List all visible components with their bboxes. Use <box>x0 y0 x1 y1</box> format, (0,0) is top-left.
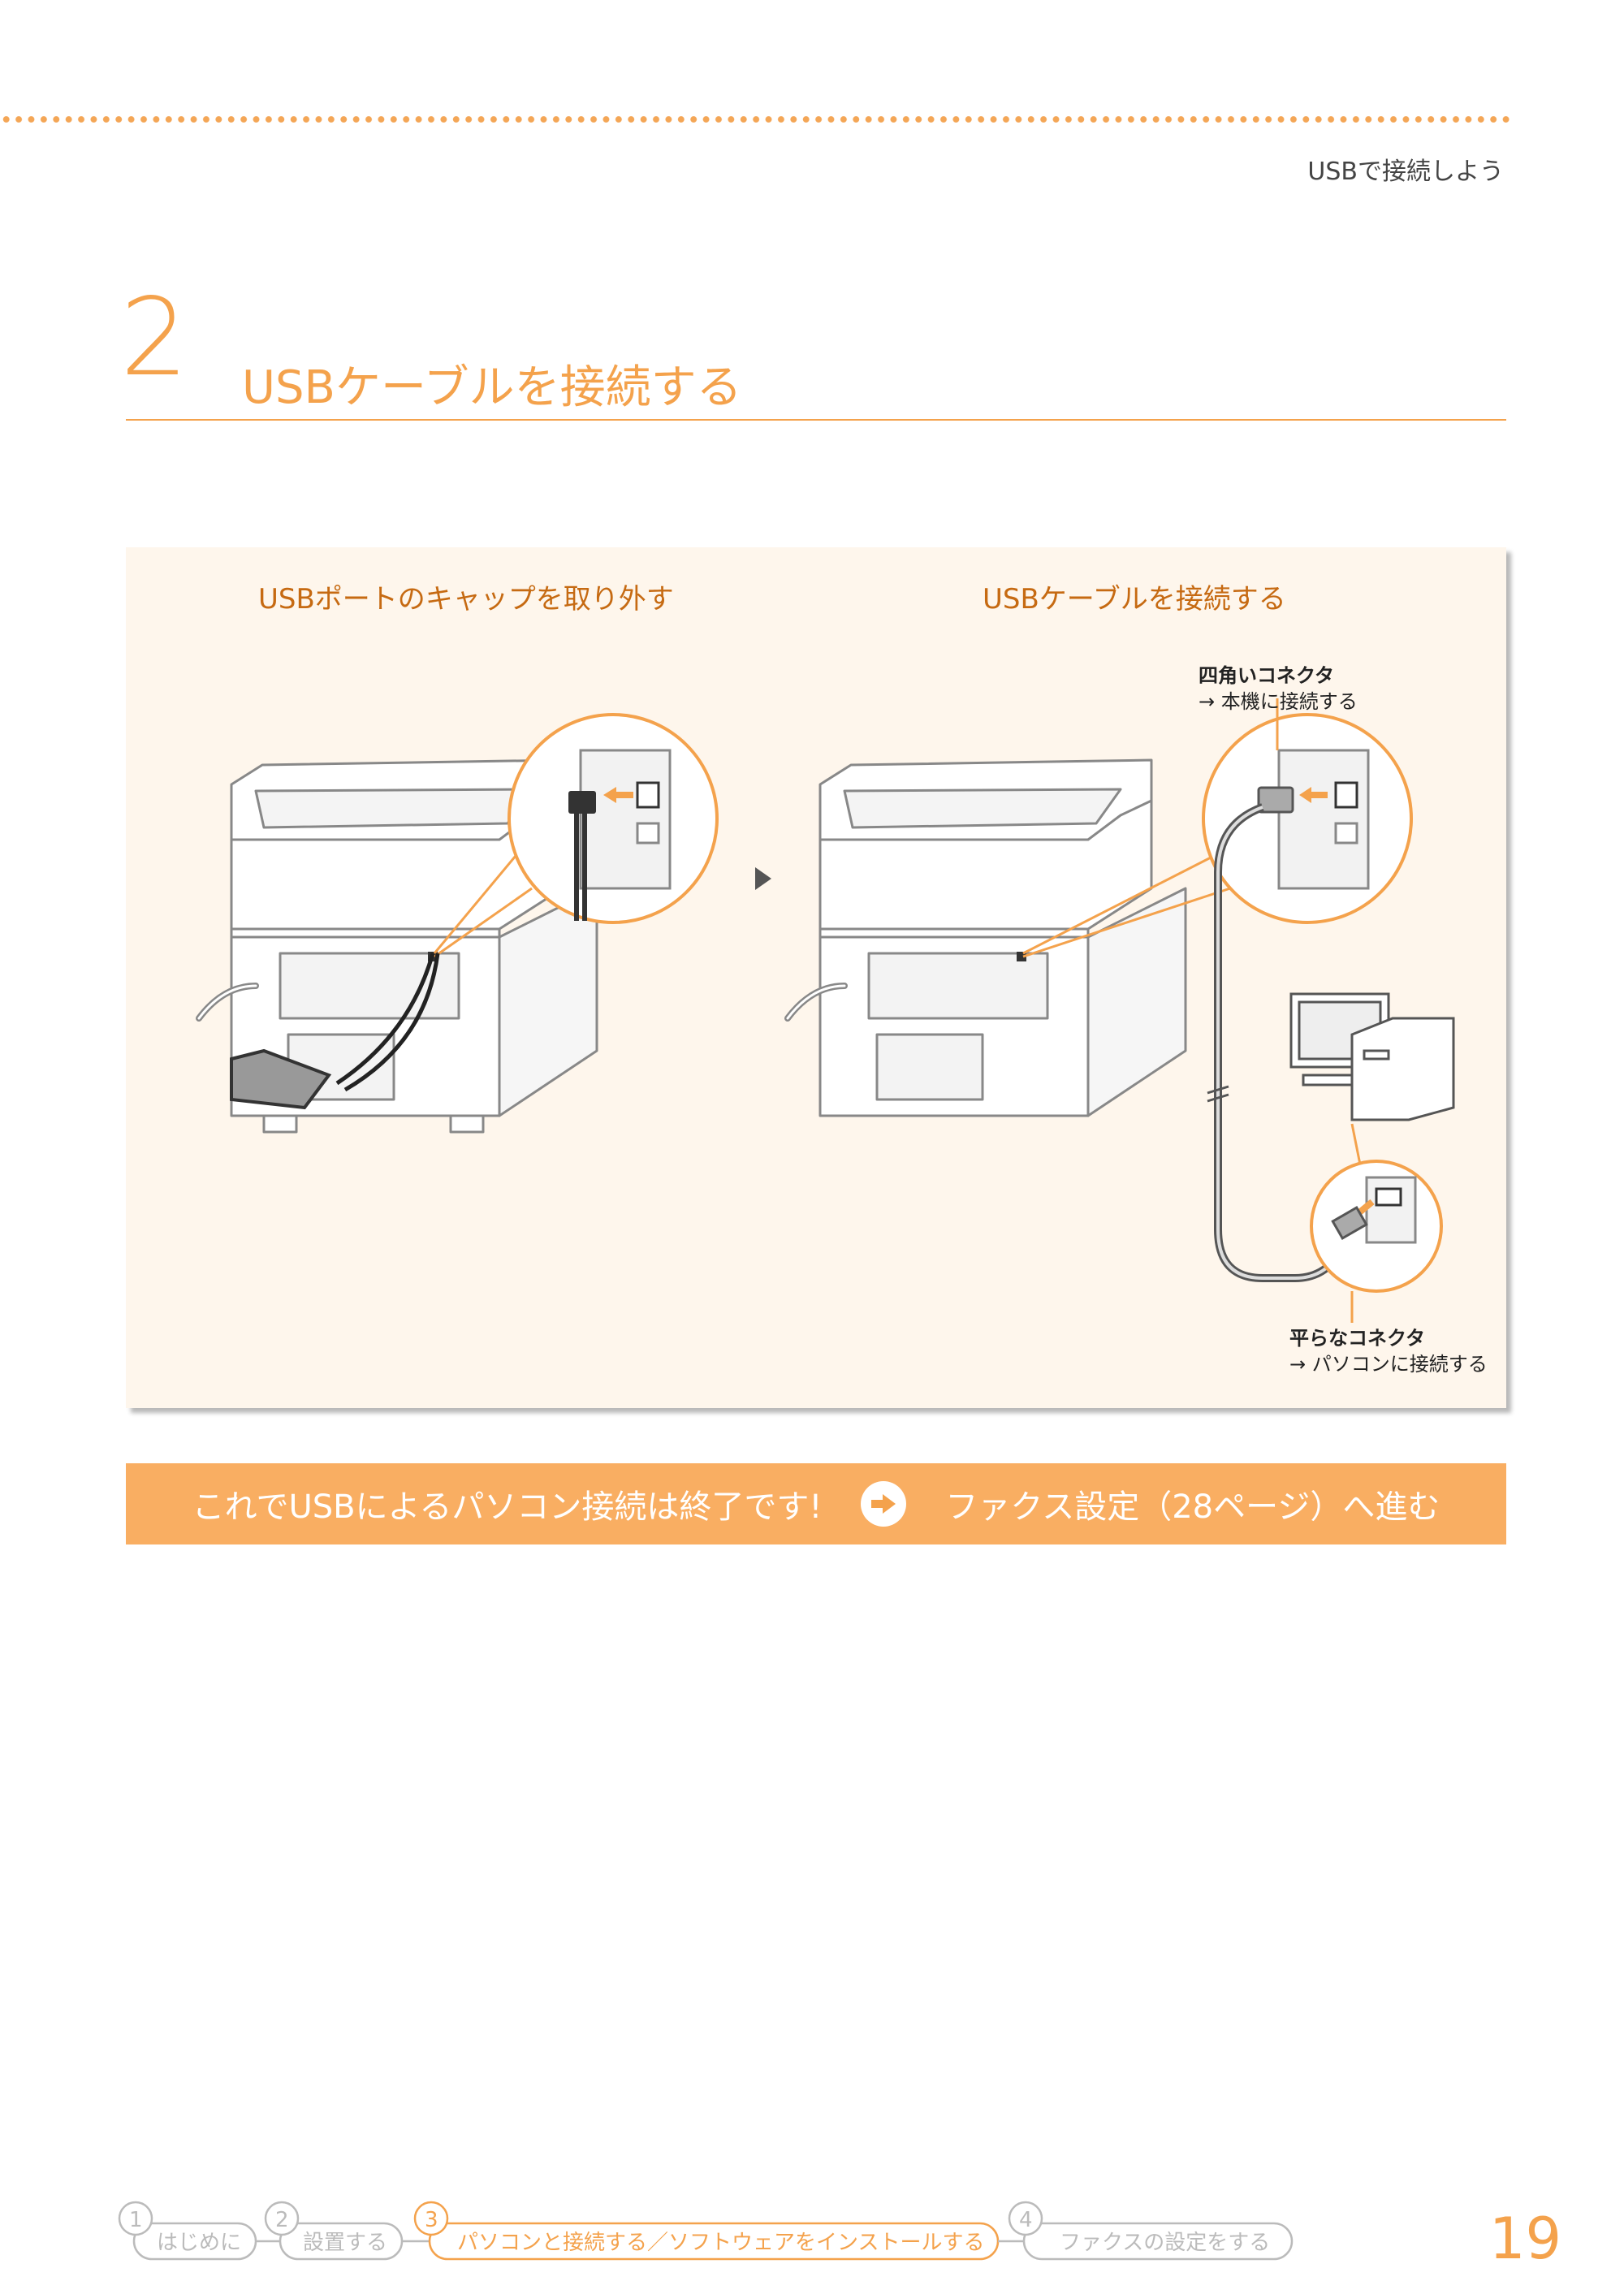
section-label: USBで接続しよう <box>1307 158 1504 186</box>
title-rule <box>126 419 1506 421</box>
square-connector-label: 四角いコネクタ → 本機に接続する <box>1199 663 1358 715</box>
next-step-arrow <box>755 867 771 890</box>
flat-connector-note: → パソコンに接続する <box>1289 1353 1488 1376</box>
footer-step-1-num: 1 <box>129 2208 143 2232</box>
footer-step-3[interactable]: 3 パソコンと接続する／ソフトウェアをインストールする <box>413 2201 1000 2261</box>
usb-illustration <box>196 698 1455 1323</box>
footer-step-2-num: 2 <box>275 2208 289 2232</box>
footer-step-4[interactable]: 4 ファクスの設定をする <box>1008 2201 1294 2261</box>
step-title: USBケーブルを接続する <box>242 361 742 414</box>
banner-left-text: これでUSBによるパソコン接続は終了です! <box>192 1488 823 1526</box>
footer-step-2[interactable]: 2 設置する <box>264 2201 404 2261</box>
footer-step-nav: 1 はじめに 2 設置する 3 パソコンと接続する／ソフトウェアをインストールす… <box>118 2201 1294 2261</box>
flat-connector-name: 平らなコネクタ <box>1289 1327 1426 1350</box>
printer-right-image <box>818 758 1187 1117</box>
page-number: 19 <box>1489 2205 1562 2272</box>
arrow-right-icon <box>861 1481 907 1527</box>
left-caption: USBポートのキャップを取り外す <box>258 583 674 616</box>
square-connector-name: 四角いコネクタ <box>1199 664 1335 687</box>
usb-cap-image <box>230 1048 332 1110</box>
right-caption: USBケーブルを接続する <box>983 583 1286 616</box>
footer-step-4-label: ファクスの設定をする <box>1060 2231 1270 2255</box>
flat-connector-label: 平らなコネクタ → パソコンに接続する <box>1289 1325 1488 1377</box>
step-number: 2 <box>120 275 188 400</box>
square-connector-note: → 本機に接続する <box>1199 690 1358 713</box>
footer-step-4-num: 4 <box>1019 2208 1033 2232</box>
footer-step-3-label: パソコンと接続する／ソフトウェアをインストールする <box>457 2231 984 2255</box>
footer-step-3-num: 3 <box>425 2208 438 2232</box>
banner-right-text[interactable]: ファクス設定（28ページ）へ進む <box>945 1488 1440 1526</box>
footer-step-2-label: 設置する <box>303 2231 387 2255</box>
footer-step-1-label: はじめに <box>157 2231 241 2255</box>
computer-image <box>1289 992 1455 1121</box>
completion-banner: これでUSBによるパソコン接続は終了です! ファクス設定（28ページ）へ進む <box>126 1463 1506 1544</box>
footer-step-1[interactable]: 1 はじめに <box>118 2201 257 2261</box>
dotted-divider <box>0 115 1510 123</box>
